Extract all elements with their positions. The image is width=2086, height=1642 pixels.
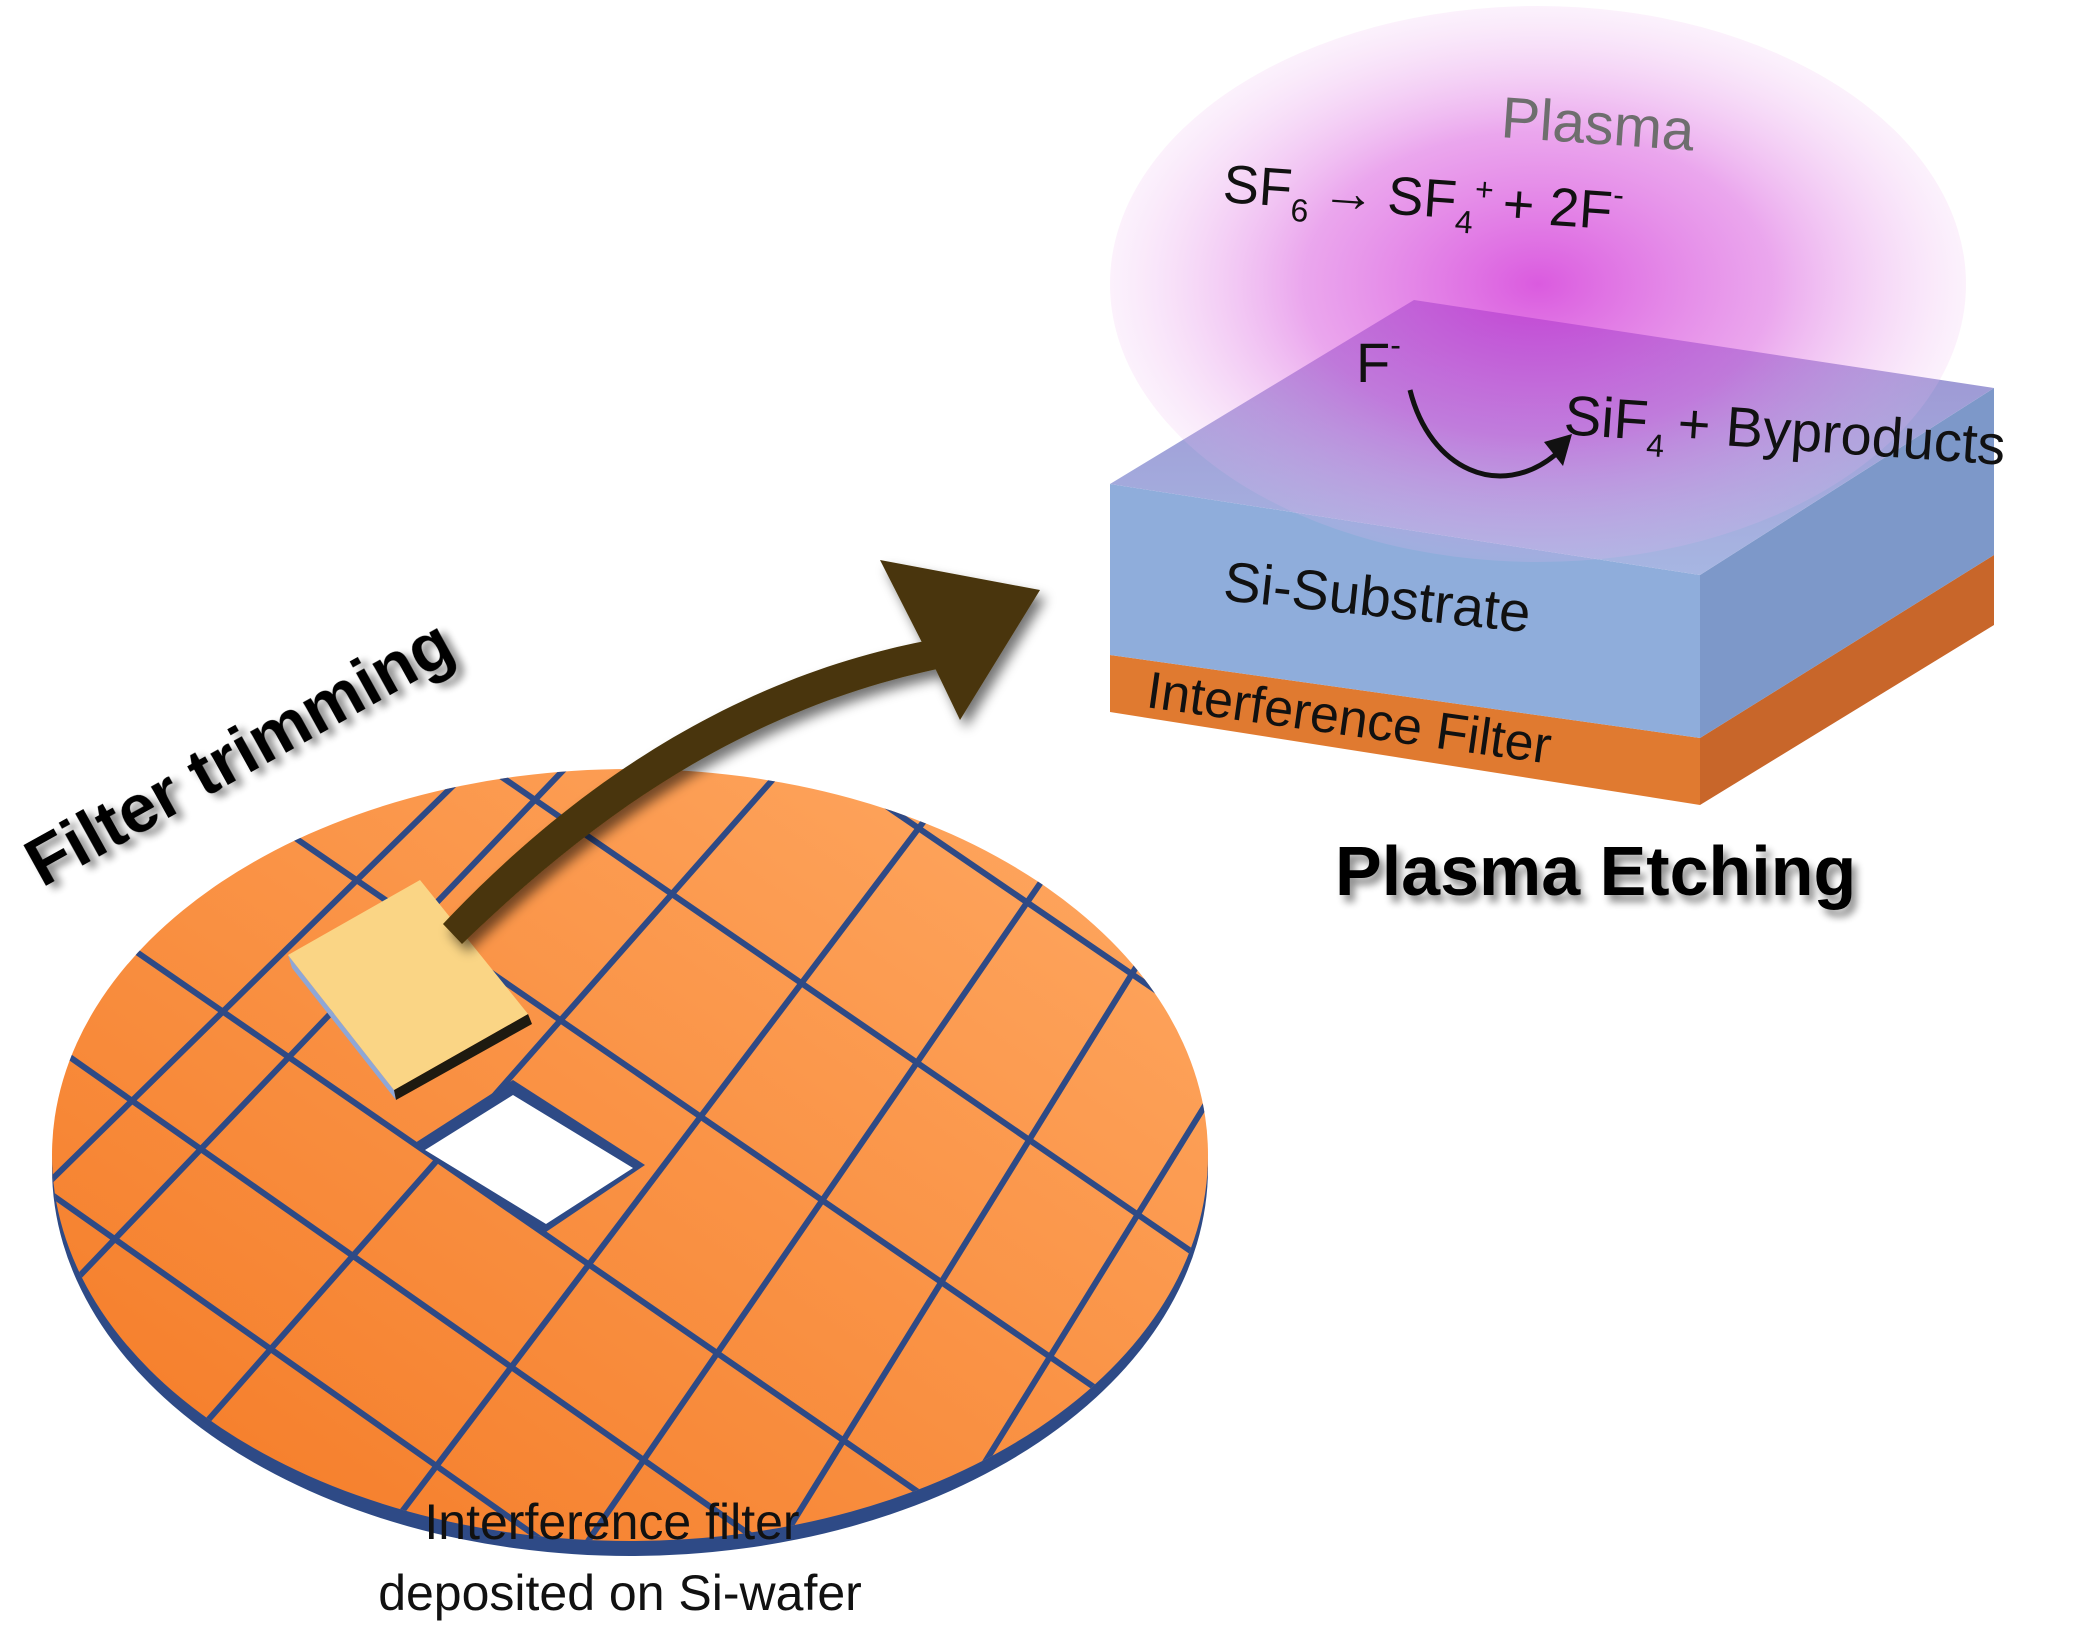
transfer-arrow (443, 560, 1040, 944)
plasma-label: Plasma (1499, 85, 1697, 163)
sf6-reaction-equation: SF6→SF4++ 2F- (1221, 149, 1626, 251)
die-side-left (288, 955, 396, 1100)
substrate-side (1700, 388, 1994, 738)
wafer-empty-slot-fill (425, 1095, 633, 1224)
die-side-bottom (394, 1014, 532, 1100)
plasma-etching-title: Plasma Etching (1335, 832, 1856, 910)
wafer-surface (52, 769, 1208, 1541)
arrow-shaft (443, 640, 942, 944)
fluorine-ion: F- (1356, 327, 1401, 394)
arrow-head (880, 560, 1040, 720)
filter-layer-front (1110, 655, 1700, 805)
trimmed-die (288, 880, 532, 1100)
wafer-caption-line2: deposited on Si-wafer (378, 1565, 862, 1621)
reaction-arrow (1407, 389, 1557, 479)
reaction-arrow-head (1544, 434, 1572, 466)
filter-layer-side (1700, 555, 1994, 805)
substrate-front (1110, 484, 1700, 738)
wafer-caption-line1: Interference filter (424, 1494, 799, 1550)
plasma-cloud (1110, 6, 1966, 562)
die-top (288, 880, 528, 1090)
